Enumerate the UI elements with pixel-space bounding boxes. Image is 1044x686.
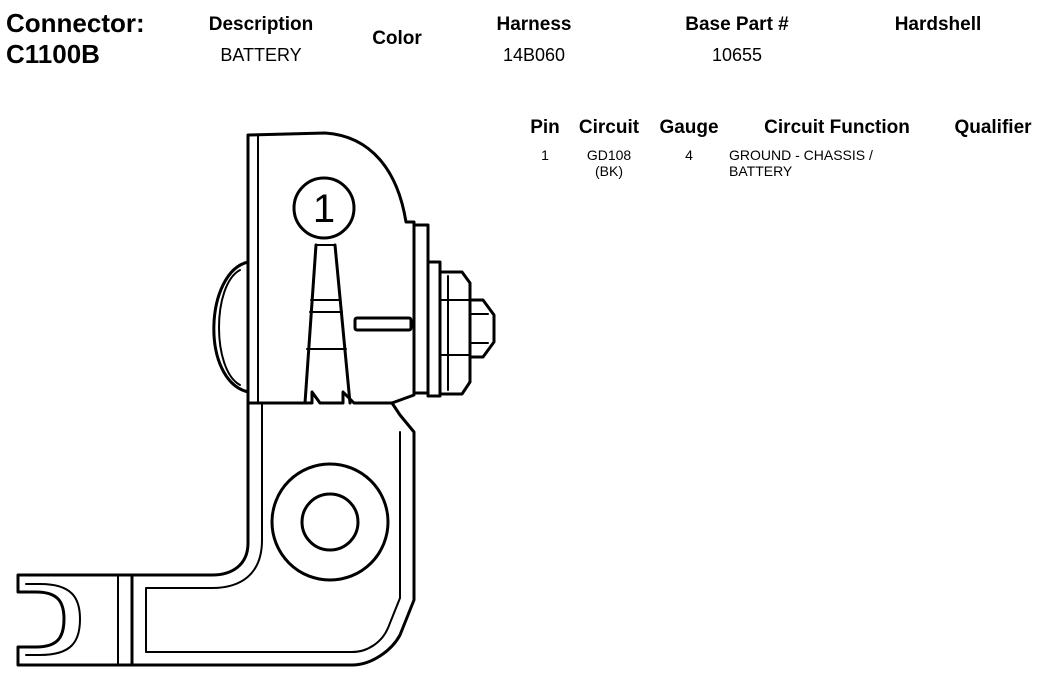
- gauge-column-header: Gauge: [659, 117, 719, 138]
- face-plate: [412, 223, 430, 395]
- bolt-head-dome: [212, 260, 250, 394]
- hex-nut: [438, 270, 472, 396]
- description-header: Description: [208, 14, 314, 35]
- circuit-function-cell-line1: GROUND - CHASSIS /: [729, 147, 873, 163]
- circuit-cell-line2: (BK): [595, 163, 623, 179]
- circuit-function-cell-line2: BATTERY: [729, 163, 793, 179]
- circuit-cell-line1: GD108: [586, 147, 632, 163]
- pin-1-marker: [292, 176, 356, 240]
- housing-body: [246, 131, 416, 405]
- pin-number-cell: 1: [541, 147, 549, 163]
- ring-eyelet-outer: [270, 462, 390, 582]
- washer: [426, 260, 442, 398]
- pin-column-header: Pin: [530, 117, 560, 138]
- circuit-function-column-header: Circuit Function: [764, 117, 910, 138]
- qualifier-column-header: Qualifier: [954, 117, 1032, 138]
- hardshell-header: Hardshell: [894, 14, 982, 35]
- connector-id: C1100B: [6, 39, 100, 69]
- pin-1-label: 1: [313, 187, 335, 231]
- base-part-value: 10655: [711, 45, 763, 65]
- color-header: Color: [372, 28, 422, 49]
- gauge-cell: 4: [685, 147, 693, 163]
- wire-slot: [303, 243, 352, 405]
- terminal-plate: [130, 401, 416, 667]
- base-part-header: Base Part #: [685, 14, 789, 35]
- description-value: BATTERY: [220, 45, 302, 65]
- fork-lug: [16, 573, 134, 667]
- connector-label: Connector:: [6, 8, 145, 38]
- bolt-tip: [468, 298, 496, 359]
- circuit-column-header: Circuit: [578, 117, 640, 138]
- ring-eyelet-inner: [300, 492, 360, 552]
- harness-value: 14B060: [502, 45, 566, 65]
- harness-header: Harness: [496, 14, 572, 35]
- latch-slot: [353, 316, 413, 332]
